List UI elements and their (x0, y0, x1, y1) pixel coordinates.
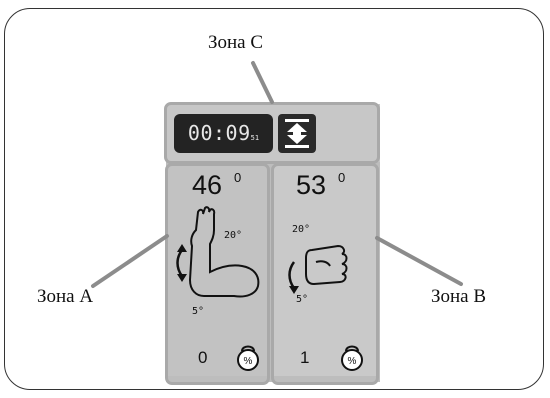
zone-c-leader (251, 61, 274, 104)
svg-text:%: % (348, 356, 357, 367)
zone-b-lower-angle: 5° (296, 294, 309, 305)
zone-b-label: Зона В (431, 286, 487, 307)
zone-c-toolbar: 00:0951 (166, 104, 380, 162)
zone-a-panel: 46 0 20° 5° 0 % (168, 166, 268, 376)
zone-a-upper-angle: 20° (224, 230, 243, 241)
zone-b-upper-angle: 20° (292, 224, 311, 235)
kettlebell-percent-icon: % (237, 345, 259, 371)
zone-c-label: Зона С (208, 32, 264, 53)
arm-flexion-icon (176, 206, 260, 298)
timer-display: 00:0951 (174, 114, 273, 153)
zone-a-count: 0 (198, 348, 208, 367)
zone-a-leader (91, 234, 169, 288)
vertical-resize-icon (285, 119, 309, 148)
zone-b-degree-mark: 0 (338, 170, 346, 185)
zone-a-highlight (165, 163, 270, 385)
svg-text:%: % (244, 356, 253, 367)
height-adjust-button[interactable] (278, 114, 316, 153)
zone-b-count: 1 (300, 348, 310, 367)
timer-value: 00:09 (187, 121, 251, 145)
zone-b-highlight (271, 163, 379, 385)
zone-a-label: Зона А (37, 286, 94, 307)
fist-icon (288, 244, 348, 294)
zone-a-degree-mark: 0 (234, 170, 242, 185)
timer-subseconds: 51 (250, 134, 260, 142)
zone-b-leader (375, 236, 463, 286)
zone-a-lower-angle: 5° (192, 306, 205, 317)
zone-b-angle: 53 (296, 170, 327, 200)
kettlebell-percent-icon: % (341, 345, 363, 371)
zone-a-angle: 46 (192, 170, 223, 200)
zone-b-panel: 53 0 20° 5° 1 % (274, 166, 376, 376)
